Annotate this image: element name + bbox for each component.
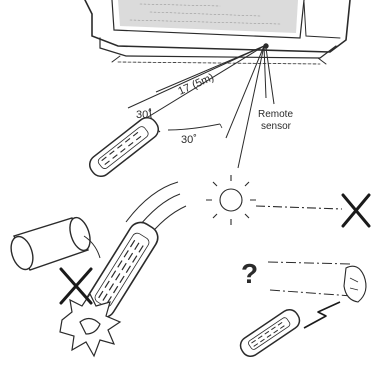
sunlight-ray <box>256 206 342 209</box>
obstacle-shape <box>344 266 366 302</box>
obstructed-signal-lines <box>268 262 352 296</box>
remote-sensor-label-line1: Remote <box>258 109 293 120</box>
right-angle-label: 30˚ <box>181 134 197 146</box>
remote-control-icon <box>86 114 163 181</box>
remote-control-icon <box>237 306 303 359</box>
x-mark-icon <box>343 195 369 226</box>
spilled-can-icon <box>7 215 100 272</box>
question-mark: ? <box>241 258 258 289</box>
signal-range-lines <box>128 46 266 168</box>
tv-icon <box>85 0 350 64</box>
remote-sensor-label-line2: sensor <box>261 121 292 132</box>
x-mark-icon <box>61 269 91 303</box>
lightning-bolt-icon <box>304 302 340 328</box>
sun-icon <box>206 175 256 225</box>
